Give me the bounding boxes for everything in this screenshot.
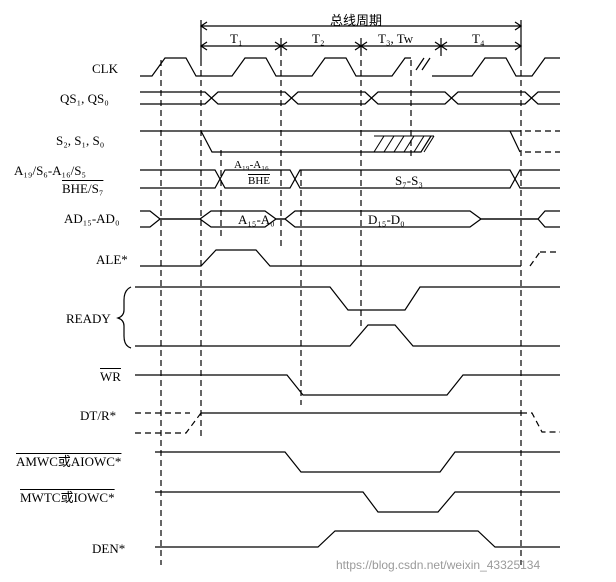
wr-label: WR bbox=[100, 369, 121, 384]
bus-cycle-label: 总线周期 bbox=[330, 13, 383, 28]
mwtc-label: MWTC或IOWC* bbox=[20, 490, 115, 505]
qs-waveform bbox=[140, 91, 560, 105]
bus-cycle-brackets bbox=[199, 20, 523, 60]
s-label: S₂, S₁, S₀ bbox=[56, 133, 105, 148]
period-t1-label: T₁ bbox=[230, 31, 243, 46]
ad-label: AD₁₅-AD₀ bbox=[64, 211, 120, 226]
s7-s3-bus-label: S₇-S₃ bbox=[395, 173, 423, 188]
amwc-waveform bbox=[155, 451, 560, 473]
dtr-waveform bbox=[135, 412, 560, 434]
amwc-label: AMWC或AIOWC* bbox=[16, 454, 122, 469]
ready-waveform bbox=[116, 286, 560, 349]
watermark: https://blog.csdn.net/weixin_43325134 bbox=[336, 558, 541, 572]
ready-label: READY bbox=[66, 311, 111, 326]
ale-label: ALE* bbox=[96, 252, 128, 267]
period-t4-label: T₄ bbox=[472, 31, 485, 46]
den-waveform bbox=[155, 530, 560, 548]
period-t2-label: T₂ bbox=[312, 31, 325, 46]
bhe-s7-label: BHE/S₇ bbox=[62, 181, 103, 197]
dtr-label: DT/R* bbox=[80, 408, 117, 423]
address-status-bus bbox=[140, 169, 560, 189]
bhe-s7-text: BHE/S₇ bbox=[62, 181, 104, 196]
clk-label: CLK bbox=[92, 61, 118, 76]
d15-d0-bus-label: D₁₅-D₀ bbox=[368, 212, 405, 227]
ale-waveform bbox=[140, 249, 560, 267]
mwtc-waveform bbox=[155, 491, 560, 513]
a15-a0-bus-label: A₁₅-A₀ bbox=[238, 212, 275, 227]
reference-lines bbox=[160, 60, 522, 565]
status-waveform bbox=[140, 130, 560, 153]
period-t3-tw-label: T₃, Tw bbox=[378, 31, 414, 46]
clk-waveform bbox=[140, 57, 560, 77]
ad-bus bbox=[140, 210, 560, 228]
addr-status-label: A₁₉/S₆-A₁₆/S₅ bbox=[14, 163, 86, 178]
den-label: DEN* bbox=[92, 541, 126, 556]
a19-a16-bus-label: A₁₉-A₁₆ bbox=[234, 159, 269, 171]
bhe-bus-label: BHE bbox=[248, 175, 270, 187]
wr-waveform bbox=[135, 374, 560, 396]
qs-label: QS₁, QS₀ bbox=[60, 91, 109, 106]
